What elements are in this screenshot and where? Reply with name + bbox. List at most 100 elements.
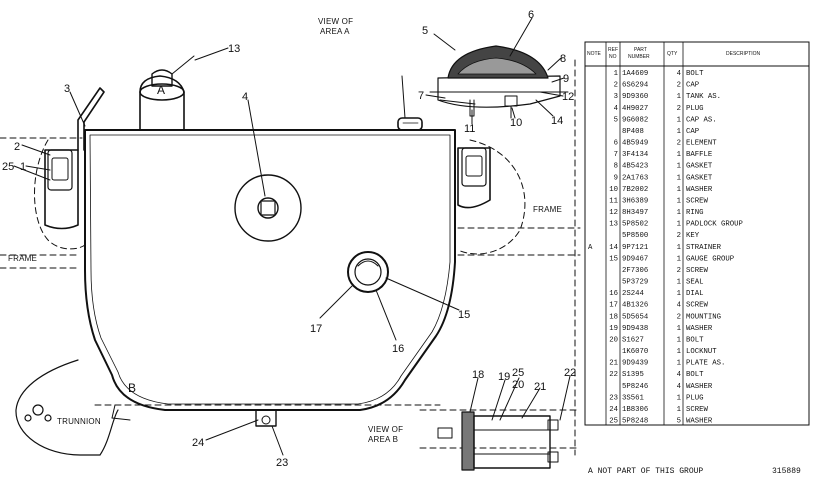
cell-description: PADLOCK GROUP xyxy=(686,221,743,229)
callout: 25 xyxy=(2,161,14,173)
cell-description: ELEMENT xyxy=(686,140,717,148)
cell-qty: 1 xyxy=(677,348,682,356)
tank-body xyxy=(84,129,456,411)
trunnion-label: TRUNNION xyxy=(57,417,101,426)
cell-ref: 10 xyxy=(609,186,618,194)
callout: 3 xyxy=(64,83,70,95)
cell-ref: 25 xyxy=(609,418,618,426)
tank-rail xyxy=(77,87,105,151)
header-description: DESCRIPTION xyxy=(726,51,761,57)
callout: 24 xyxy=(192,437,204,449)
cell-ref: 14 xyxy=(609,244,618,252)
cell-part-number: 4B1326 xyxy=(622,302,648,310)
callout: 21 xyxy=(534,381,546,393)
cap-assembly-detail xyxy=(429,45,569,119)
frame-label-right: FRAME xyxy=(533,205,562,214)
cell-qty: 2 xyxy=(677,82,681,90)
cell-description: GASKET xyxy=(686,174,713,182)
diagram-labels: VIEW OF AREA A VIEW OF AREA B FRAME FRAM… xyxy=(8,17,562,444)
cell-description: CAP xyxy=(686,128,699,136)
cell-part-number: 4B5423 xyxy=(622,163,648,171)
cell-ref: 2 xyxy=(614,82,618,90)
cell-qty: 1 xyxy=(677,360,682,368)
cell-part-number: 8H3497 xyxy=(622,209,648,217)
cell-part-number: 4B5949 xyxy=(622,140,648,148)
cell-qty: 4 xyxy=(677,371,682,379)
cell-note: A xyxy=(588,244,593,252)
callout: 23 xyxy=(276,457,288,469)
callout: 25 xyxy=(512,367,524,379)
cell-part-number: 9D9439 xyxy=(622,360,648,368)
cell-part-number: 5D5654 xyxy=(622,313,649,321)
cell-qty: 1 xyxy=(677,290,682,298)
cell-description: WASHER xyxy=(686,325,713,333)
cell-ref: 18 xyxy=(609,313,618,321)
cell-description: MOUNTING xyxy=(686,313,721,321)
view-b-line2: AREA B xyxy=(368,435,398,444)
cell-qty: 1 xyxy=(677,116,682,124)
header-part: PART xyxy=(634,47,647,53)
cell-description: PLUG xyxy=(686,105,704,113)
cell-description: WASHER xyxy=(686,383,713,391)
cell-ref: 19 xyxy=(609,325,618,333)
cell-part-number: 9G6082 xyxy=(622,116,648,124)
cell-description: DIAL xyxy=(686,290,704,298)
frame-outline xyxy=(0,59,581,456)
callout: 6 xyxy=(528,9,534,21)
footnote: A NOT PART OF THIS GROUP xyxy=(588,467,703,476)
cell-part-number: 2A1763 xyxy=(622,174,648,182)
cell-ref: 3 xyxy=(614,93,618,101)
cell-ref: 4 xyxy=(614,105,619,113)
cell-ref: 7 xyxy=(614,151,618,159)
cell-qty: 1 xyxy=(677,394,682,402)
strap-assembly-detail xyxy=(437,411,559,471)
cell-description: STRAINER xyxy=(686,244,722,252)
cell-part-number: 9D9438 xyxy=(622,325,648,333)
callout: 19 xyxy=(498,371,510,383)
cell-qty: 2 xyxy=(677,232,681,240)
cell-qty: 4 xyxy=(677,383,682,391)
cell-qty: 1 xyxy=(677,221,682,229)
cell-description: PLATE AS. xyxy=(686,360,725,368)
cell-qty: 2 xyxy=(677,140,681,148)
cell-qty: 1 xyxy=(677,279,682,287)
cell-ref: 8 xyxy=(614,163,618,171)
cell-description: BOLT xyxy=(686,371,704,379)
cell-ref: 13 xyxy=(609,221,618,229)
cell-part-number: 1K6070 xyxy=(622,348,648,356)
cell-description: BOLT xyxy=(686,336,704,344)
cell-description: GASKET xyxy=(686,163,713,171)
cell-ref: 21 xyxy=(609,360,618,368)
cell-description: SEAL xyxy=(686,279,704,287)
cell-qty: 1 xyxy=(677,151,682,159)
drawing-code: 315889 xyxy=(772,467,801,476)
cell-part-number: 7B2002 xyxy=(622,186,648,194)
cell-qty: 5 xyxy=(677,418,681,426)
cell-ref: 6 xyxy=(614,140,618,148)
cell-part-number: 4H9027 xyxy=(622,105,648,113)
cell-ref: 1 xyxy=(614,70,619,78)
callout: 9 xyxy=(563,73,569,85)
cell-description: WASHER xyxy=(686,186,713,194)
cell-ref: 9 xyxy=(614,174,618,182)
tank-drawing xyxy=(0,17,581,471)
callout: 14 xyxy=(551,115,563,127)
cell-ref: 11 xyxy=(609,198,618,206)
callout: 12 xyxy=(562,91,574,103)
header-note: NOTE xyxy=(587,51,602,57)
cell-part-number: 9D9467 xyxy=(622,255,648,263)
